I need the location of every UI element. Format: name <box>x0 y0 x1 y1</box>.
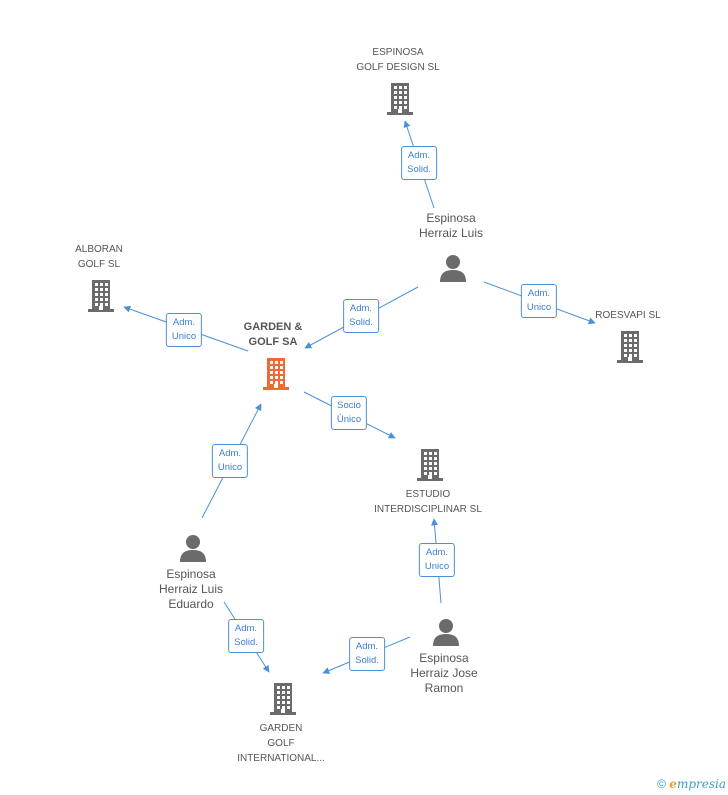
edge-label-e6[interactable]: Adm.Unico <box>211 444 249 478</box>
edge-label-e1[interactable]: Adm.Solid. <box>401 146 437 180</box>
building-icon-espinosa_golf_design[interactable] <box>387 83 413 115</box>
building-icon-garden_golf_sa[interactable] <box>263 358 289 390</box>
building-icon-garden_golf_international[interactable] <box>270 683 296 715</box>
edge-label-e2[interactable]: Adm.Unico <box>165 313 203 347</box>
copyright-symbol: © <box>657 777 666 791</box>
building-icon-roesvapi[interactable] <box>617 331 643 363</box>
edge-label-e4[interactable]: Adm.Unico <box>520 284 558 318</box>
node-label-roesvapi[interactable]: ROESVAPI SL <box>595 310 661 321</box>
person-icon-espinosa_herraiz_luis[interactable] <box>440 255 466 282</box>
brand-logo[interactable]: empresia <box>669 777 726 791</box>
edge-label-e9[interactable]: Adm.Solid. <box>349 637 385 671</box>
edge-label-e7[interactable]: Adm.Unico <box>418 543 456 577</box>
person-icon-espinosa_herraiz_luis_eduardo[interactable] <box>180 535 206 562</box>
building-icon-alboran_golf[interactable] <box>88 280 114 312</box>
edge-label-e8[interactable]: Adm.Solid. <box>228 619 264 653</box>
node-label-garden_golf_sa[interactable]: GARDEN &GOLF SA <box>243 321 303 348</box>
person-icon-espinosa_herraiz_jose_ramon[interactable] <box>433 619 459 646</box>
footer-brand: © empresia <box>657 777 726 791</box>
edge-label-e3[interactable]: Adm.Solid. <box>343 299 379 333</box>
building-icon-estudio_interdisciplinar[interactable] <box>417 449 443 481</box>
